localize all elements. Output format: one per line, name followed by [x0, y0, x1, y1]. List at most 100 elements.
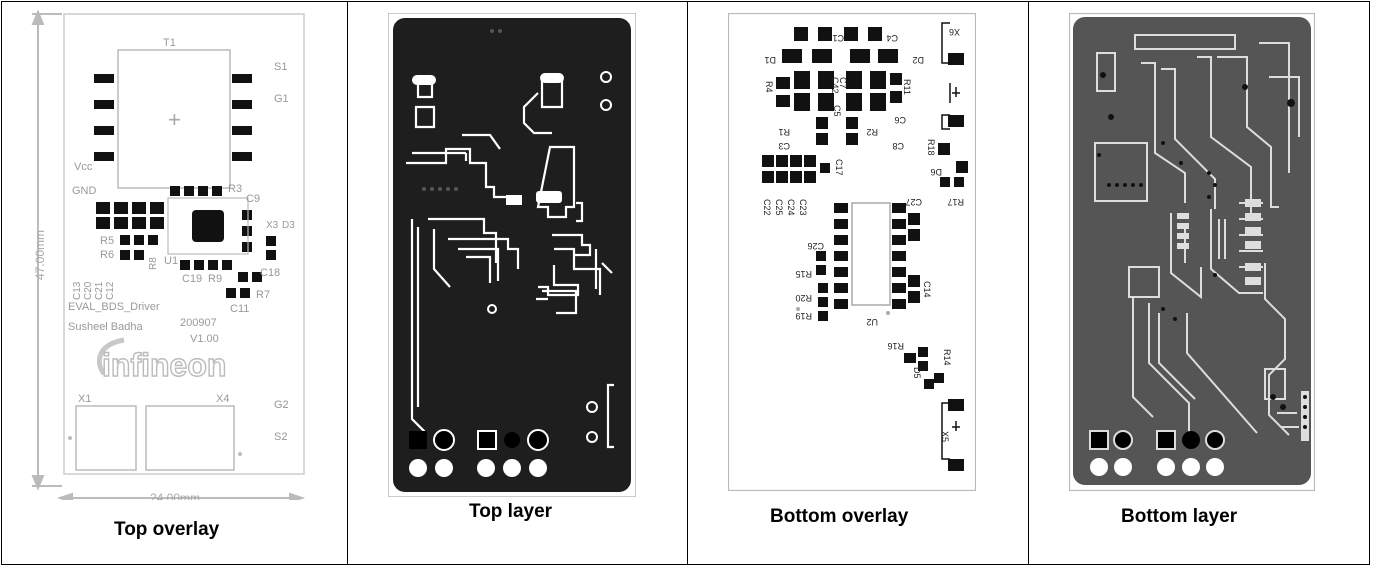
panel-top-overlay: 47.00mm 24.00mm T1 + S1 G1 Vcc GND [0, 0, 347, 565]
label-s2: S2 [274, 431, 287, 443]
divider-1 [347, 1, 348, 565]
connector-outlines [75, 405, 235, 471]
label-r19: R19 [795, 311, 812, 321]
label-r1: R1 [778, 127, 790, 137]
author-name: Susheel Badha [68, 321, 143, 333]
label-x4: X4 [216, 393, 229, 405]
label-r4: R4 [764, 81, 774, 93]
pin1-marks [796, 307, 890, 315]
label-r17: R17 [947, 197, 964, 207]
label-c6: C6 [894, 115, 906, 125]
caption-top-overlay: Top overlay [114, 519, 220, 540]
connector-marks [68, 436, 242, 456]
label-c22: C22 [762, 199, 772, 216]
bottom-overlay-drawing: C1 C4 X6 D1 D2 R4 C42 C7 R11 C5 C6 R1 R2… [728, 13, 976, 491]
bottom-components [762, 27, 968, 471]
small-vias [422, 29, 502, 191]
label-r6: R6 [100, 249, 114, 261]
pads-white [412, 73, 564, 205]
label-r11: R11 [902, 79, 912, 95]
label-c20: C20 [83, 281, 94, 300]
label-x1: X1 [78, 393, 91, 405]
driver-components [96, 186, 276, 298]
label-c42: C42 [830, 77, 840, 94]
board-version: V1.00 [190, 333, 219, 345]
label-r9: R9 [208, 273, 222, 285]
label-r20: R20 [795, 293, 812, 303]
label-c18: C18 [260, 267, 280, 279]
vias [487, 71, 612, 443]
divider-3 [1028, 1, 1029, 565]
label-c7: C7 [838, 77, 848, 89]
board-outline [63, 13, 305, 475]
label-r8: R8 [148, 257, 159, 270]
label-r18: R18 [926, 139, 936, 156]
panel-bottom-layer: Bottom layer [1029, 0, 1370, 565]
label-d1: D1 [764, 55, 776, 65]
label-c11: C11 [230, 303, 249, 315]
divider-2 [687, 1, 688, 565]
center-cross: + [168, 107, 181, 132]
label-g2: G2 [274, 399, 289, 411]
caption-bottom-overlay: Bottom overlay [770, 506, 909, 527]
label-r16: R16 [887, 341, 904, 351]
panel-bottom-overlay: C1 C4 X6 D1 D2 R4 C42 C7 R11 C5 C6 R1 R2… [688, 0, 1028, 565]
label-c27: C27 [905, 197, 922, 207]
label-c12: C12 [105, 281, 116, 300]
top-layer-drawing [388, 13, 636, 497]
label-c5: C5 [832, 105, 842, 117]
dimension-width-label: 24.00mm [150, 491, 200, 500]
logo-text: infineon [102, 347, 226, 383]
label-c21: C21 [94, 281, 105, 300]
board-date: 200907 [180, 317, 217, 329]
label-r14: R14 [942, 349, 952, 366]
label-d6: D6 [930, 167, 942, 177]
bottom-labels: C1 C4 X6 D1 D2 R4 C42 C7 R11 C5 C6 R1 R2… [762, 27, 964, 442]
label-u2: U2 [866, 317, 878, 327]
header-pads-bottom [409, 459, 547, 477]
board-name: EVAL_BDS_Driver [68, 301, 160, 313]
infineon-logo: infineon [97, 337, 227, 384]
bottom-vias [1097, 72, 1307, 429]
dimension-height-label: 47.00mm [33, 230, 47, 280]
label-d5: D5 [912, 367, 922, 379]
bottom-outlines [851, 22, 960, 460]
label-c17: C17 [834, 159, 844, 176]
label-r15: R15 [795, 269, 812, 279]
label-r3: R3 [228, 183, 242, 195]
label-d2: D2 [912, 55, 924, 65]
ic-outline-u1 [167, 197, 249, 255]
panel-top-layer: Top layer [348, 0, 687, 565]
bottom-header-pins [1089, 430, 1225, 450]
label-c23: C23 [798, 199, 808, 216]
caption-bottom-layer: Bottom layer [1121, 506, 1238, 527]
label-c3: C3 [778, 141, 790, 151]
label-c25: C25 [774, 199, 784, 216]
label-gnd: GND [72, 185, 97, 197]
label-c1: C1 [832, 33, 844, 43]
label-u1: U1 [164, 255, 178, 267]
top-overlay-drawing: 47.00mm 24.00mm T1 + S1 G1 Vcc GND [31, 10, 306, 500]
label-c8: C8 [892, 141, 904, 151]
label-g1: G1 [274, 93, 289, 105]
label-x5: X5 [940, 431, 950, 442]
label-c4: C4 [886, 33, 898, 43]
copper-pour [393, 18, 631, 492]
dimension-lines [31, 10, 306, 500]
copper-pour-bottom [1073, 17, 1311, 485]
label-x6: X6 [949, 27, 960, 37]
label-t1: T1 [163, 37, 176, 49]
label-r5: R5 [100, 235, 114, 247]
bottom-layer-drawing [1069, 13, 1315, 491]
bottom-header-pads [1090, 458, 1224, 476]
label-r7: R7 [256, 289, 270, 301]
label-vcc: Vcc [74, 161, 93, 173]
label-x3: X3 [266, 220, 279, 231]
label-r2: R2 [866, 127, 878, 137]
label-c19: C19 [182, 273, 202, 285]
bottom-traces [1094, 34, 1300, 436]
label-c13: C13 [72, 281, 83, 300]
label-c24: C24 [786, 199, 796, 216]
header-pins-top [409, 429, 549, 451]
